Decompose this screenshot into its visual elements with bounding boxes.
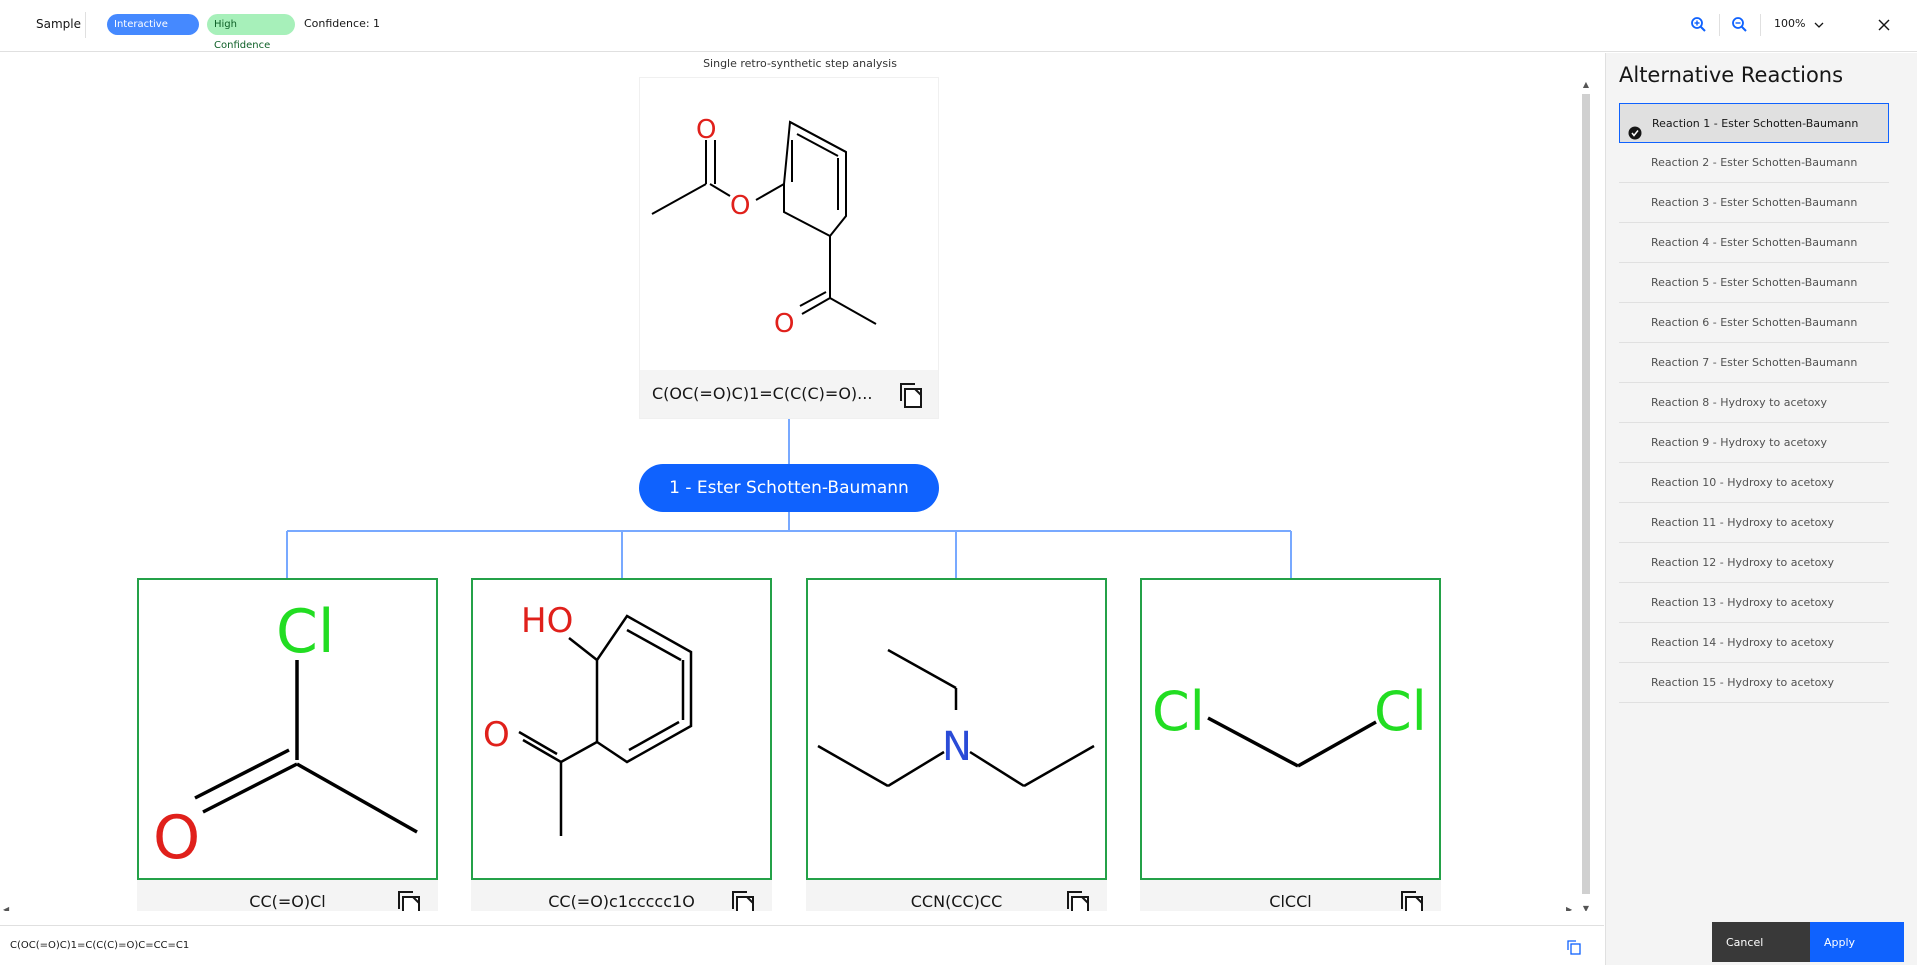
reaction-list-item-label: Reaction 3 - Ester Schotten-Baumann — [1651, 196, 1858, 209]
divider — [1719, 14, 1720, 36]
reactant-structure: Cl Cl — [1140, 578, 1441, 880]
copy-icon[interactable] — [1397, 888, 1427, 911]
target-molecule-card[interactable]: O O O C(OC(=O)C)1=C(C(C)=O)... — [639, 77, 939, 419]
reaction-list-item-label: Reaction 10 - Hydroxy to acetoxy — [1651, 476, 1835, 489]
scrollbar-thumb[interactable] — [1582, 94, 1590, 894]
close-icon[interactable] — [1873, 14, 1895, 36]
reaction-list-item[interactable]: Reaction 8 - Hydroxy to acetoxy — [1619, 383, 1889, 423]
reaction-node-button[interactable]: 1 - Ester Schotten-Baumann — [639, 464, 939, 512]
reaction-list-item-label: Reaction 11 - Hydroxy to acetoxy — [1651, 516, 1835, 529]
reaction-list-item[interactable]: Reaction 3 - Ester Schotten-Baumann — [1619, 183, 1889, 223]
panel-footer: Cancel Apply — [1606, 915, 1917, 965]
reaction-list-item[interactable]: Reaction 7 - Ester Schotten-Baumann — [1619, 343, 1889, 383]
target-molecule-footer: C(OC(=O)C)1=C(C(C)=O)... — [640, 370, 938, 418]
reaction-list-item[interactable]: Reaction 11 - Hydroxy to acetoxy — [1619, 503, 1889, 543]
reaction-list-item[interactable]: Reaction 10 - Hydroxy to acetoxy — [1619, 463, 1889, 503]
reactant-footer: CC(=O)Cl — [137, 880, 438, 911]
reaction-canvas[interactable]: Single retro-synthetic step analysis — [0, 53, 1604, 911]
divider — [85, 12, 86, 38]
reactant-card[interactable]: Cl Cl ClCCl — [1140, 578, 1441, 911]
reaction-list-item[interactable]: Reaction 13 - Hydroxy to acetoxy — [1619, 583, 1889, 623]
canvas-title: Single retro-synthetic step analysis — [703, 57, 897, 70]
vertical-scrollbar[interactable]: ▲ ▼ — [1580, 78, 1592, 911]
reaction-list-item-label: Reaction 7 - Ester Schotten-Baumann — [1651, 356, 1858, 369]
checkmark-icon — [1628, 117, 1642, 140]
reaction-list-item[interactable]: Reaction 14 - Hydroxy to acetoxy — [1619, 623, 1889, 663]
reaction-list-item-label: Reaction 15 - Hydroxy to acetoxy — [1651, 676, 1835, 689]
reaction-list-item[interactable]: Reaction 15 - Hydroxy to acetoxy — [1619, 663, 1889, 703]
target-molecule-structure: O O O — [651, 115, 877, 339]
atom-label-cl: Cl — [276, 597, 335, 667]
atom-label-o: O — [153, 803, 200, 873]
atom-label-n: N — [942, 724, 972, 770]
divider — [1760, 14, 1761, 36]
reaction-list-item[interactable]: Reaction 9 - Hydroxy to acetoxy — [1619, 423, 1889, 463]
reactant-card[interactable]: N CCN(CC)CC — [806, 578, 1107, 911]
reactant-footer: CCN(CC)CC — [806, 880, 1107, 911]
reactant-smiles: ClCCl — [1269, 892, 1312, 911]
reaction-list-item-label: Reaction 6 - Ester Schotten-Baumann — [1651, 316, 1858, 329]
reaction-list-item[interactable]: Reaction 2 - Ester Schotten-Baumann — [1619, 143, 1889, 183]
zoom-level-select[interactable]: 100% — [1774, 17, 1806, 30]
reaction-list: Reaction 1 - Ester Schotten-Baumann Reac… — [1619, 103, 1889, 703]
reaction-list-item-label: Reaction 4 - Ester Schotten-Baumann — [1651, 236, 1858, 249]
copy-icon[interactable] — [728, 888, 758, 911]
reactant-structure: HO O — [471, 578, 772, 880]
chevron-down-icon[interactable] — [1812, 17, 1826, 31]
reaction-list-item[interactable]: Reaction 1 - Ester Schotten-Baumann — [1619, 103, 1889, 143]
atom-label-o: O — [730, 191, 750, 221]
copy-icon[interactable] — [896, 380, 926, 410]
atom-label-cl: Cl — [1374, 680, 1427, 743]
cancel-button[interactable]: Cancel — [1712, 922, 1810, 962]
reactant-structure: Cl O — [137, 578, 438, 880]
reaction-list-item[interactable]: Reaction 12 - Hydroxy to acetoxy — [1619, 543, 1889, 583]
panel-title: Alternative Reactions — [1619, 63, 1844, 87]
reaction-list-item-label: Reaction 5 - Ester Schotten-Baumann — [1651, 276, 1858, 289]
reaction-list-item-label: Reaction 13 - Hydroxy to acetoxy — [1651, 596, 1835, 609]
reaction-list-item-label: Reaction 2 - Ester Schotten-Baumann — [1651, 156, 1858, 169]
reactant-smiles: CCN(CC)CC — [910, 892, 1003, 911]
reactant-smiles: CC(=O)Cl — [249, 892, 326, 911]
atom-label-o: O — [774, 309, 794, 339]
interactive-mode-tag: Interactive Mode — [107, 14, 199, 51]
apply-button[interactable]: Apply — [1810, 922, 1904, 962]
reactant-footer: CC(=O)c1ccccc1O — [471, 880, 772, 911]
alternative-reactions-panel: Alternative Reactions Reaction 1 - Ester… — [1605, 53, 1917, 965]
reaction-list-item[interactable]: Reaction 5 - Ester Schotten-Baumann — [1619, 263, 1889, 303]
full-smiles-text: C(OC(=O)C)1=C(C(C)=O)C=CC=C1 — [10, 940, 190, 951]
target-smiles: C(OC(=O)C)1=C(C(C)=O)... — [652, 384, 873, 403]
confidence-text: Confidence: 1 — [304, 17, 381, 30]
atom-label-o: O — [696, 115, 716, 145]
top-bar: Sample Interactive Mode High Confidence … — [0, 0, 1917, 52]
zoom-in-icon[interactable] — [1688, 14, 1710, 36]
bottom-bar: C(OC(=O)C)1=C(C(C)=O)C=CC=C1 — [0, 925, 1604, 965]
copy-icon[interactable] — [1566, 939, 1582, 955]
reaction-list-item-label: Reaction 8 - Hydroxy to acetoxy — [1651, 396, 1828, 409]
sample-label: Sample — [36, 17, 81, 31]
reaction-list-item[interactable]: Reaction 6 - Ester Schotten-Baumann — [1619, 303, 1889, 343]
reactant-card[interactable]: HO O CC(=O)c1ccccc1O — [471, 578, 772, 911]
reaction-list-item-label: Reaction 9 - Hydroxy to acetoxy — [1651, 436, 1828, 449]
reaction-list-item-label: Reaction 14 - Hydroxy to acetoxy — [1651, 636, 1835, 649]
copy-icon[interactable] — [1063, 888, 1093, 911]
scroll-up-icon[interactable]: ▲ — [1582, 80, 1590, 89]
atom-label-ho: HO — [521, 601, 573, 641]
high-confidence-tag: High Confidence — [207, 14, 295, 51]
copy-icon[interactable] — [394, 888, 424, 911]
reactant-structure: N — [806, 578, 1107, 880]
scroll-down-icon[interactable]: ▼ — [1582, 904, 1590, 911]
horizontal-scrollbar[interactable]: ◀ ▶ — [0, 905, 1580, 911]
scroll-right-icon[interactable]: ▶ — [1566, 905, 1573, 911]
reaction-list-item-label: Reaction 12 - Hydroxy to acetoxy — [1651, 556, 1835, 569]
scroll-left-icon[interactable]: ◀ — [3, 905, 10, 911]
reaction-list-item-label: Reaction 1 - Ester Schotten-Baumann — [1652, 117, 1859, 130]
reaction-list-item[interactable]: Reaction 4 - Ester Schotten-Baumann — [1619, 223, 1889, 263]
reactant-smiles: CC(=O)c1ccccc1O — [548, 892, 695, 911]
reactant-footer: ClCCl — [1140, 880, 1441, 911]
atom-label-cl: Cl — [1152, 680, 1205, 743]
zoom-out-icon[interactable] — [1729, 14, 1751, 36]
reactant-card[interactable]: Cl O CC(=O)Cl — [137, 578, 438, 911]
atom-label-o: O — [483, 715, 510, 755]
